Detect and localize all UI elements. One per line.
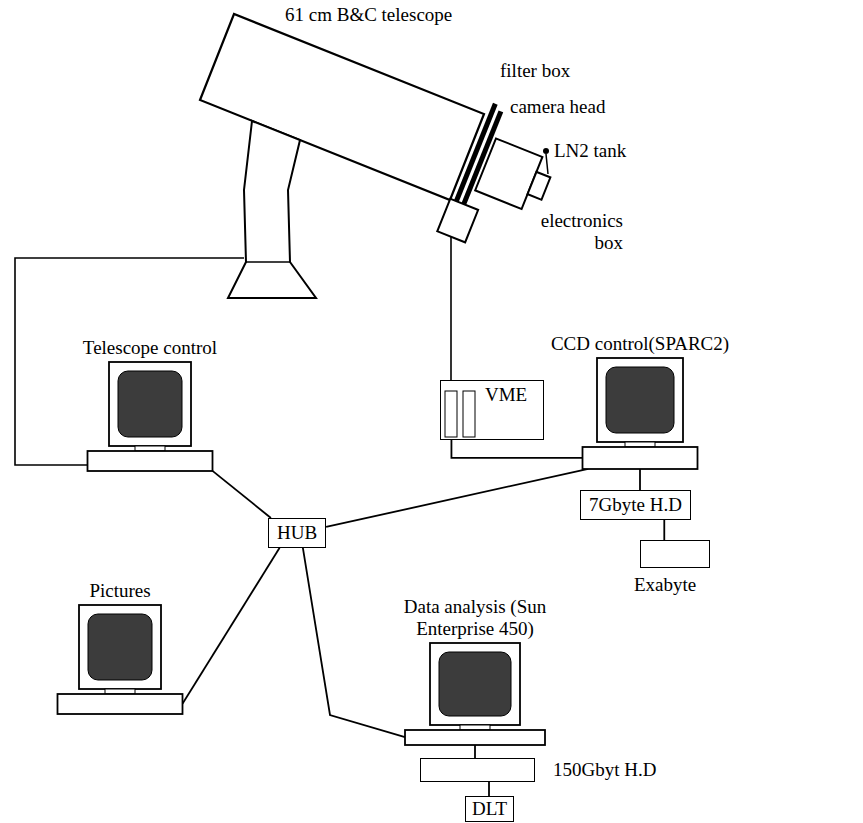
part-label: LN2 tank [554, 140, 626, 162]
computer-base [405, 730, 545, 745]
computer-base [583, 447, 698, 469]
ln2-tank [528, 172, 551, 200]
node-label: 7Gbyte H.D [589, 494, 682, 516]
network-cable [639, 469, 641, 490]
monitor-case [109, 362, 191, 446]
mount-line [246, 261, 290, 263]
node-label: VME [441, 381, 543, 406]
node-label: Pictures [45, 580, 195, 602]
ln2-nozzle [546, 154, 548, 174]
telescope-tube [200, 14, 484, 200]
monitor-screen [606, 367, 674, 433]
card-slot [463, 391, 475, 437]
computer-terminal: CCD control(SPARC2) [520, 333, 760, 471]
instrument-group [437, 101, 568, 263]
electronics-box [437, 199, 478, 243]
network-cable [474, 745, 476, 758]
network-cable [213, 471, 271, 518]
monitor-case [597, 358, 683, 442]
monitor-case [79, 605, 161, 689]
node-label: Exabyte [634, 574, 710, 596]
camera-head [475, 138, 542, 209]
part-label: 61 cm B&C telescope [285, 4, 452, 26]
monitor-screen [88, 614, 152, 680]
card-slots [441, 381, 481, 441]
node-label: DLT [472, 798, 507, 820]
computer-illustration [60, 361, 240, 473]
node-label: Telescope control [60, 337, 240, 359]
computer-terminal: Pictures [45, 580, 195, 716]
ln2-dot [543, 148, 549, 154]
node-label: HUB [277, 522, 317, 544]
computer-base [88, 451, 213, 471]
mount-cable [15, 258, 244, 465]
node-label: 150Gbyt H.D [553, 759, 656, 781]
computer-terminal: Data analysis (Sun Enterprise 450) [370, 596, 580, 747]
part-label: filter box [500, 60, 570, 82]
monitor-case [430, 643, 520, 725]
computer-illustration [520, 357, 760, 471]
camera-cable [450, 236, 452, 392]
computer-illustration [45, 604, 195, 716]
network-cable [326, 469, 588, 527]
node-label: Data analysis (Sun Enterprise 450) [370, 596, 580, 640]
computer-terminal: Telescope control [60, 337, 240, 473]
monitor-screen [439, 652, 511, 716]
disk-box: 150Gbyt H.D [420, 758, 656, 782]
monitor-screen [118, 371, 182, 437]
network-hub: HUB [268, 518, 326, 548]
vme-crate: VME [440, 380, 544, 440]
card-slot [445, 391, 457, 437]
network-cable [663, 520, 665, 540]
device-box [420, 758, 535, 782]
part-label: camera head [510, 96, 605, 118]
part-label: electronics box [528, 210, 623, 254]
network-cable [183, 548, 280, 704]
computer-illustration [370, 642, 580, 747]
network-cable [451, 440, 582, 458]
computer-base [58, 694, 183, 714]
node-label: CCD control(SPARC2) [520, 333, 760, 355]
device-box [640, 540, 710, 568]
tape-drive: Exabyte [640, 540, 710, 596]
network-cable [303, 548, 405, 737]
network-cable [488, 782, 490, 796]
disk-box: 7Gbyte H.D [580, 490, 691, 520]
tape-drive: DLT [465, 796, 514, 822]
telescope-mount [228, 121, 316, 298]
